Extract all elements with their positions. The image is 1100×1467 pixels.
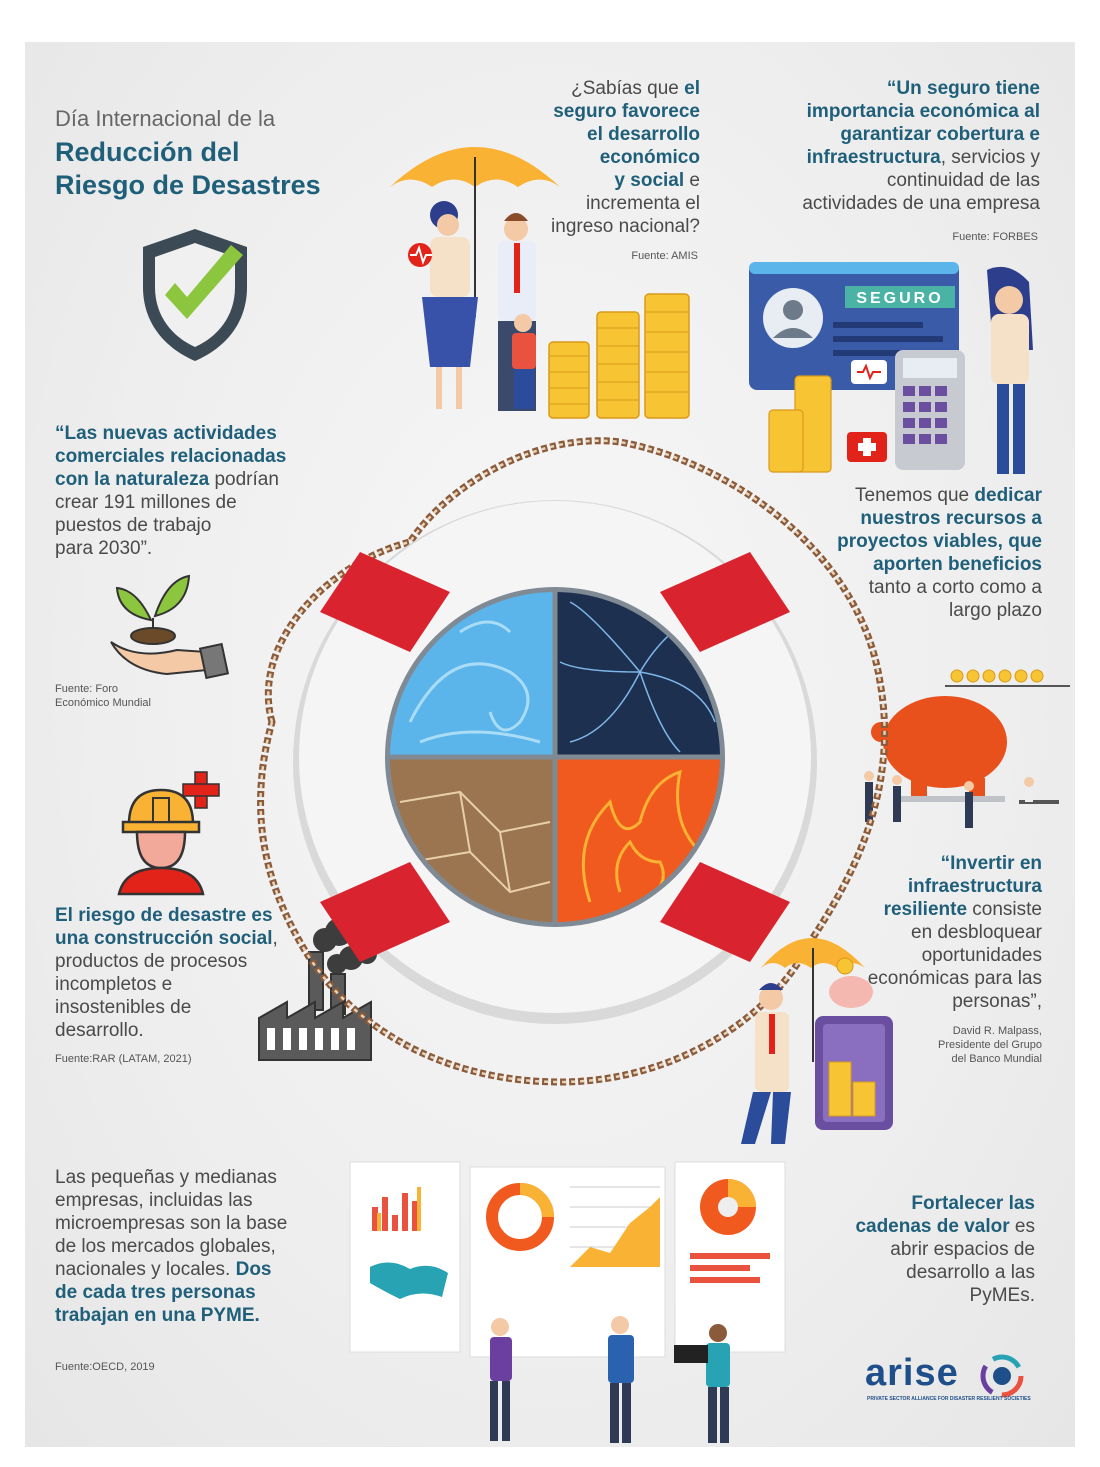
cadenas-hl-0: Fortalecer las (911, 1193, 1035, 1214)
recursos-text: Tenemos que dedicar nuestros recursos a … (735, 484, 1042, 622)
malpass-post-2: oportunidades (921, 945, 1042, 966)
forbes-hl-0: “Un seguro tiene (886, 78, 1040, 99)
malpass-post-4: personas”, (952, 991, 1042, 1012)
amis-hl-2: el desarrollo (587, 124, 700, 145)
businessman-safe-illustration (741, 938, 893, 1144)
cadenas-hl-1: cadenas de valor (855, 1216, 1010, 1237)
oecd-post-3: de los mercados globales, (55, 1236, 276, 1257)
foro-source-1: Fuente: Foro (55, 683, 118, 695)
forbes-hl-2: garantizar cobertura e (840, 124, 1040, 145)
cadenas-text: Fortalecer las cadenas de valor es abrir… (815, 1192, 1035, 1307)
malpass-post-0: consiste (967, 899, 1042, 920)
amis-hl-0: el (684, 78, 700, 99)
title-line-1: Día Internacional de la (55, 106, 276, 131)
malpass-hl-2: resiliente (883, 899, 968, 920)
oecd-hl-2: trabajan en una PYME. (55, 1305, 260, 1326)
forbes-hl-1: importancia económica al (806, 101, 1040, 122)
amis-source: Fuente: AMIS (631, 250, 698, 262)
recursos-hl-1: nuestros recursos a (860, 508, 1042, 529)
rar-hl-0: El riesgo de desastre es (55, 905, 273, 926)
forbes-text: “Un seguro tiene importancia económica a… (755, 77, 1040, 215)
rar-post-0: , (272, 928, 278, 949)
forbes-hl-3: infraestructura (806, 147, 941, 168)
malpass-source-2: Presidente del Grupo (938, 1039, 1042, 1051)
rar-post-4: desarrollo. (55, 1020, 144, 1041)
rar-text: El riesgo de desastre es una construcció… (55, 904, 355, 1042)
amis-hl-1: seguro favorece (553, 101, 700, 122)
forbes-post-1: continuidad de las (886, 170, 1040, 191)
malpass-post-1: en desbloquear (911, 922, 1042, 943)
oecd-post-2: microempresas son la base (55, 1213, 288, 1234)
malpass-hl-0: “Invertir en (940, 853, 1042, 874)
foro-hl-2: con la naturaleza (55, 469, 210, 490)
amis-post-1: incrementa el (585, 193, 700, 214)
malpass-hl-1: infraestructura (907, 876, 1042, 897)
foro-post-3: para 2030”. (55, 538, 153, 559)
oecd-hl-0: Dos (235, 1259, 272, 1280)
malpass-source-1: David R. Malpass, (952, 1025, 1042, 1037)
amis-post-2: ingreso nacional? (551, 216, 700, 237)
rar-post-2: incompletos e (55, 974, 173, 995)
insurance-card-illustration: SEGURO (749, 262, 1033, 474)
piggy-bank-illustration (864, 669, 1070, 828)
recursos-hl-2: proyectos viables, que (837, 531, 1042, 552)
rar-post-3: insostenibles de (55, 997, 192, 1018)
infographic-page: Día Internacional de la Reducción del Ri… (25, 42, 1075, 1447)
arise-logo: arise PRIVATE SECTOR ALLIANCE FOR DISAST… (865, 1352, 1035, 1412)
amis-post-0: e (684, 170, 700, 191)
amis-hl-3: económico (599, 147, 700, 168)
recursos-pre: Tenemos que (855, 485, 975, 506)
malpass-source: David R. Malpass, Presidente del Grupo d… (865, 1024, 1042, 1066)
amis-text: ¿Sabías que el seguro favorece el desarr… (495, 77, 700, 238)
construction-worker-icon (117, 771, 220, 896)
life-ring-illustration (257, 437, 888, 1086)
foro-post-0: podrían (209, 469, 279, 490)
forbes-post-0: , servicios y (940, 147, 1040, 168)
title-line-2b: Riesgo de Desastres (55, 170, 321, 200)
malpass-text: “Invertir en infraestructura resiliente … (825, 852, 1042, 1013)
foro-source: Fuente: Foro Económico Mundial (55, 682, 255, 710)
cadenas-post-1: abrir espacios de (890, 1239, 1035, 1260)
oecd-post-4: nacionales y locales. (55, 1259, 236, 1280)
recursos-hl-3: aporten beneficios (873, 554, 1042, 575)
recursos-post-1: largo plazo (949, 600, 1042, 621)
title-main: Reducción del Riesgo de Desastres (55, 136, 321, 202)
malpass-source-3: del Banco Mundial (951, 1053, 1042, 1065)
oecd-post-1: empresas, incluidas las (55, 1190, 253, 1211)
foro-post-2: puestos de trabajo (55, 515, 212, 536)
hand-plant-icon (110, 574, 230, 680)
recursos-hl-0: dedicar (974, 485, 1042, 506)
arise-logo-name: arise (865, 1352, 959, 1394)
coin-stacks-illustration (548, 293, 690, 419)
arise-logo-mark (980, 1354, 1024, 1398)
oecd-text: Las pequeñas y medianas empresas, inclui… (55, 1166, 355, 1327)
amis-pre: ¿Sabías que (571, 78, 685, 99)
foro-source-2: Económico Mundial (55, 697, 151, 709)
forbes-post-2: actividades de una empresa (802, 193, 1040, 214)
oecd-source: Fuente:OECD, 2019 (55, 1361, 155, 1373)
recursos-post-0: tanto a corto como a (868, 577, 1042, 598)
oecd-hl-1: de cada tres personas (55, 1282, 256, 1303)
malpass-post-3: económicas para las (867, 968, 1042, 989)
forbes-source: Fuente: FORBES (952, 231, 1038, 243)
dashboard-team-illustration (349, 1161, 786, 1443)
amis-hl-4: y social (614, 170, 685, 191)
foro-hl-0: “Las nuevas actividades (55, 423, 277, 444)
title-line-2a: Reducción del (55, 137, 240, 167)
seguro-card-label: SEGURO (856, 290, 943, 307)
foro-text: “Las nuevas actividades comerciales rela… (55, 422, 355, 560)
rar-source: Fuente:RAR (LATAM, 2021) (55, 1053, 192, 1065)
rar-post-1: productos de procesos (55, 951, 248, 972)
family-umbrella-illustration (390, 147, 560, 411)
cadenas-post-0: es (1009, 1216, 1035, 1237)
rar-hl-1: una construcción social (55, 928, 273, 949)
oecd-post-0: Las pequeñas y medianas (55, 1167, 277, 1188)
cadenas-post-3: PyMEs. (969, 1285, 1035, 1306)
arise-logo-tagline: PRIVATE SECTOR ALLIANCE FOR DISASTER RES… (867, 1396, 1031, 1402)
cadenas-post-2: desarrollo a las (906, 1262, 1035, 1283)
shield-check-icon (143, 229, 247, 361)
foro-post-1: crear 191 millones de (55, 492, 237, 513)
foro-hl-1: comerciales relacionadas (55, 446, 287, 467)
